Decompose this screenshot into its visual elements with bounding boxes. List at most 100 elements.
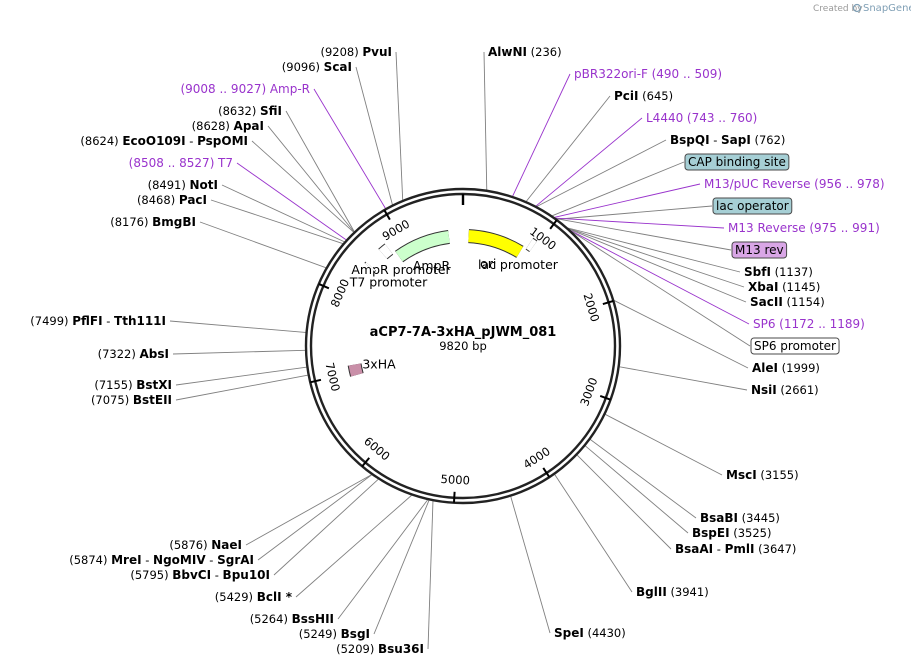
- site-label-cap-site[interactable]: CAP binding site: [684, 153, 790, 171]
- svg-text:pBR322ori-F (490 .. 509): pBR322ori-F (490 .. 509): [574, 67, 722, 81]
- site-label-bglii[interactable]: BglII (3941): [636, 585, 709, 599]
- label-part: BsaBI: [700, 511, 738, 525]
- leader-line: [605, 414, 723, 476]
- site-label-sfii[interactable]: (8632) SfiI: [218, 104, 282, 118]
- site-label-ecoo109i[interactable]: (8624) EcoO109I - PspOMI: [80, 134, 248, 148]
- label-part: (8508 .. 8527): [129, 156, 215, 170]
- site-label-bstxi[interactable]: (7155) BstXI: [94, 378, 172, 392]
- label-part: PacI: [179, 193, 207, 207]
- site-label-xbai[interactable]: XbaI (1145): [748, 280, 820, 294]
- label-part: EcoO109I: [122, 134, 185, 148]
- label-part: BspQI: [670, 133, 710, 147]
- feature-ori[interactable]: ori: [468, 229, 524, 271]
- site-label-krei[interactable]: (5874) MreI - NgoMIV - SgrAI: [69, 553, 254, 567]
- site-label-m13rev-feat[interactable]: M13 rev: [731, 241, 788, 259]
- feature-t7-promoter[interactable]: T7 promoter: [349, 261, 428, 289]
- site-label-nsii[interactable]: NsiI (2661): [751, 383, 819, 397]
- site-label-pvui[interactable]: (9208) PvuI: [320, 45, 392, 59]
- site-label-pflfi[interactable]: (7499) PflFI - Tth111I: [30, 314, 166, 328]
- feature-label-lac-promoter: lac promoter: [478, 257, 559, 272]
- site-label-alwni[interactable]: AlwNI (236): [488, 45, 562, 59]
- label-part: BclI *: [257, 590, 293, 604]
- site-label-bspqi[interactable]: BspQI - SapI (762): [670, 133, 785, 147]
- site-label-sacii[interactable]: SacII (1154): [750, 295, 825, 309]
- tick-label: 1000: [527, 224, 559, 253]
- snapgene-credit: Created by SnapGene: [813, 3, 911, 14]
- site-label-absi[interactable]: (7322) AbsI: [98, 347, 169, 361]
- site-label-lac-op[interactable]: lac operator: [712, 197, 793, 215]
- site-label-ampr-primer[interactable]: (9008 .. 9027) Amp-R: [180, 82, 310, 96]
- label-part: SP6: [753, 317, 776, 331]
- site-label-noti[interactable]: (8491) NotI: [148, 178, 218, 192]
- label-part: lac operator: [716, 199, 789, 213]
- label-part: -: [103, 314, 114, 328]
- label-part: M13/pUC Reverse: [704, 177, 811, 191]
- site-label-alei[interactable]: AleI (1999): [752, 361, 820, 375]
- site-label-bbvci[interactable]: (5795) BbvCI - Bpu10I: [130, 568, 270, 582]
- label-part: (743 .. 760): [687, 111, 757, 125]
- label-part: MscI: [726, 468, 757, 482]
- svg-text:(8628) ApaI: (8628) ApaI: [192, 119, 264, 133]
- site-label-msci[interactable]: MscI (3155): [726, 468, 799, 482]
- site-label-bsgi[interactable]: (5249) BsgI: [299, 627, 370, 641]
- svg-text:(8508 .. 8527) T7: (8508 .. 8527) T7: [129, 156, 233, 170]
- svg-text:(9208) PvuI: (9208) PvuI: [320, 45, 392, 59]
- site-label-sp6-prom[interactable]: SP6 promoter: [750, 337, 840, 355]
- feature-3xha[interactable]: 3xHA: [347, 357, 397, 377]
- site-label-pcii[interactable]: PciI (645): [614, 89, 673, 103]
- tick-mark: [310, 378, 322, 384]
- leader-line: [210, 199, 343, 244]
- leader-line: [175, 374, 308, 401]
- site-label-l4440[interactable]: L4440 (743 .. 760): [646, 111, 757, 125]
- site-label-bsu36i[interactable]: (5209) Bsu36I: [336, 642, 424, 656]
- label-part: M13 rev: [735, 243, 784, 257]
- plasmid-backbone: [304, 187, 622, 505]
- site-label-apai[interactable]: (8628) ApaI: [192, 119, 264, 133]
- site-label-t7-primer[interactable]: (8508 .. 8527) T7: [129, 156, 233, 170]
- feature-ampr[interactable]: AmpR: [394, 229, 451, 273]
- feature-lac-promoter[interactable]: lac promoter: [478, 237, 559, 272]
- site-label-scai[interactable]: (9096) ScaI: [282, 60, 352, 74]
- feature-label-ampr-promoter: AmpR promoter: [351, 262, 451, 277]
- svg-text:M13 Reverse (975 .. 991): M13 Reverse (975 .. 991): [728, 221, 880, 235]
- leader-line: [395, 51, 404, 200]
- label-part: (5795): [130, 568, 168, 582]
- svg-text:L4440 (743 .. 760): L4440 (743 .. 760): [646, 111, 757, 125]
- tick-mark: [361, 457, 370, 467]
- site-label-bmgbi[interactable]: (8176) BmgBI: [110, 215, 196, 229]
- site-label-sbfi[interactable]: SbfI (1137): [744, 265, 813, 279]
- site-label-bsshii[interactable]: (5264) BssHII: [250, 612, 334, 626]
- feature-label-box: [712, 197, 793, 215]
- site-label-paci[interactable]: (8468) PacI: [137, 193, 207, 207]
- leader-line: [554, 183, 701, 218]
- label-part: (2661): [780, 383, 818, 397]
- site-label-bsabi[interactable]: BsaBI (3445): [700, 511, 780, 525]
- label-part: PspOMI: [197, 134, 248, 148]
- tick-label: 5000: [440, 472, 470, 488]
- svg-text:(8468) PacI: (8468) PacI: [137, 193, 207, 207]
- label-part: (4430): [588, 626, 626, 640]
- site-label-m13rev[interactable]: M13 Reverse (975 .. 991): [728, 221, 880, 235]
- label-part: (1999): [782, 361, 820, 375]
- leader-line: [169, 320, 306, 333]
- svg-text:SpeI (4430): SpeI (4430): [554, 626, 626, 640]
- feature-ampr-promoter[interactable]: AmpR promoter: [351, 243, 452, 277]
- site-label-bsteii[interactable]: (7075) BstEII: [91, 393, 172, 407]
- svg-text:CAP binding site: CAP binding site: [688, 155, 786, 169]
- label-part: (5876): [169, 538, 207, 552]
- label-part: BstXI: [136, 378, 172, 392]
- site-label-sp6[interactable]: SP6 (1172 .. 1189): [753, 317, 865, 331]
- site-label-bcli[interactable]: (5429) BclI *: [215, 590, 293, 604]
- site-label-bspei[interactable]: BspEI (3525): [692, 526, 771, 540]
- site-label-bsaai[interactable]: BsaAI - PmlI (3647): [675, 542, 796, 556]
- site-label-spei[interactable]: SpeI (4430): [554, 626, 626, 640]
- site-label-m13puc[interactable]: M13/pUC Reverse (956 .. 978): [704, 177, 885, 191]
- site-label-pbr322ori-f[interactable]: pBR322ori-F (490 .. 509): [574, 67, 722, 81]
- label-part: (762): [754, 133, 785, 147]
- label-part: BsgI: [341, 627, 370, 641]
- label-part: AleI: [752, 361, 778, 375]
- site-label-naei[interactable]: (5876) NaeI: [169, 538, 242, 552]
- svg-text:(8624) EcoO109I - PspOMI: (8624) EcoO109I - PspOMI: [80, 134, 248, 148]
- label-part: BssHII: [292, 612, 334, 626]
